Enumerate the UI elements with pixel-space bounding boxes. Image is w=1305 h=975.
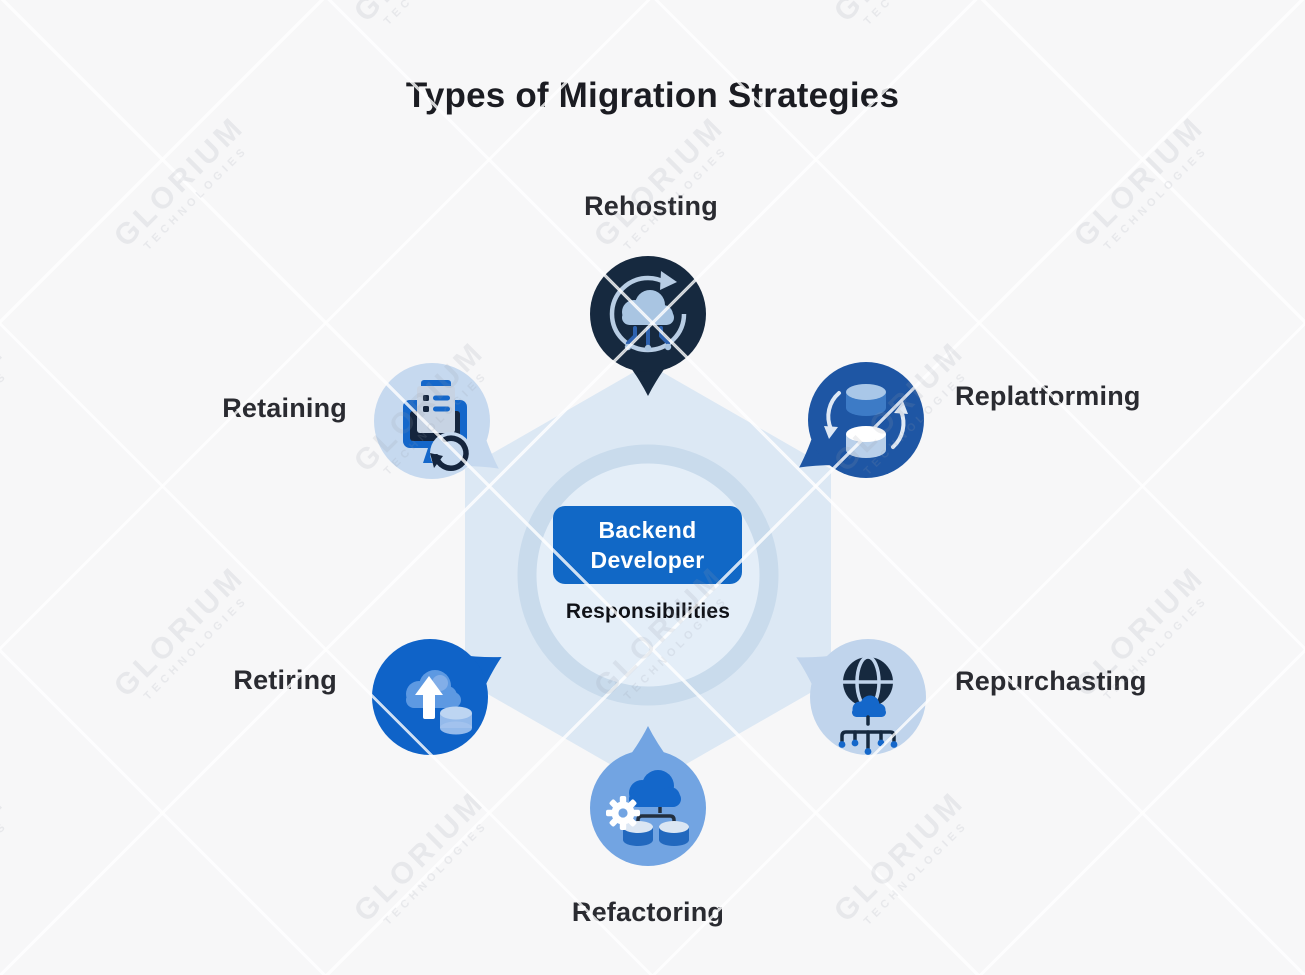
role-badge: Backend Developer: [553, 506, 742, 584]
node-retiring: [372, 639, 502, 755]
role-line1: Backend: [598, 516, 697, 543]
label-rehosting: Rehosting: [584, 191, 718, 221]
gear-icon: [606, 796, 640, 830]
balloon-circle: [590, 750, 706, 866]
node-rehosting: [590, 256, 706, 396]
node-replatforming: [799, 362, 924, 478]
balloon-circle: [808, 362, 924, 478]
page-title: Types of Migration Strategies: [405, 76, 900, 115]
role-line2: Developer: [590, 547, 705, 573]
label-repurchasting: Repurchasting: [955, 666, 1147, 696]
label-refactoring: Refactoring: [571, 897, 725, 927]
node-retaining: [374, 363, 499, 479]
label-retiring: Retiring: [233, 665, 337, 695]
label-replatforming: Replatforming: [955, 381, 1141, 411]
center-subtitle: Responsibilities: [565, 600, 731, 623]
label-retaining: Retaining: [222, 393, 347, 423]
node-refactoring: [590, 726, 706, 866]
node-repurchasting: [796, 639, 926, 755]
